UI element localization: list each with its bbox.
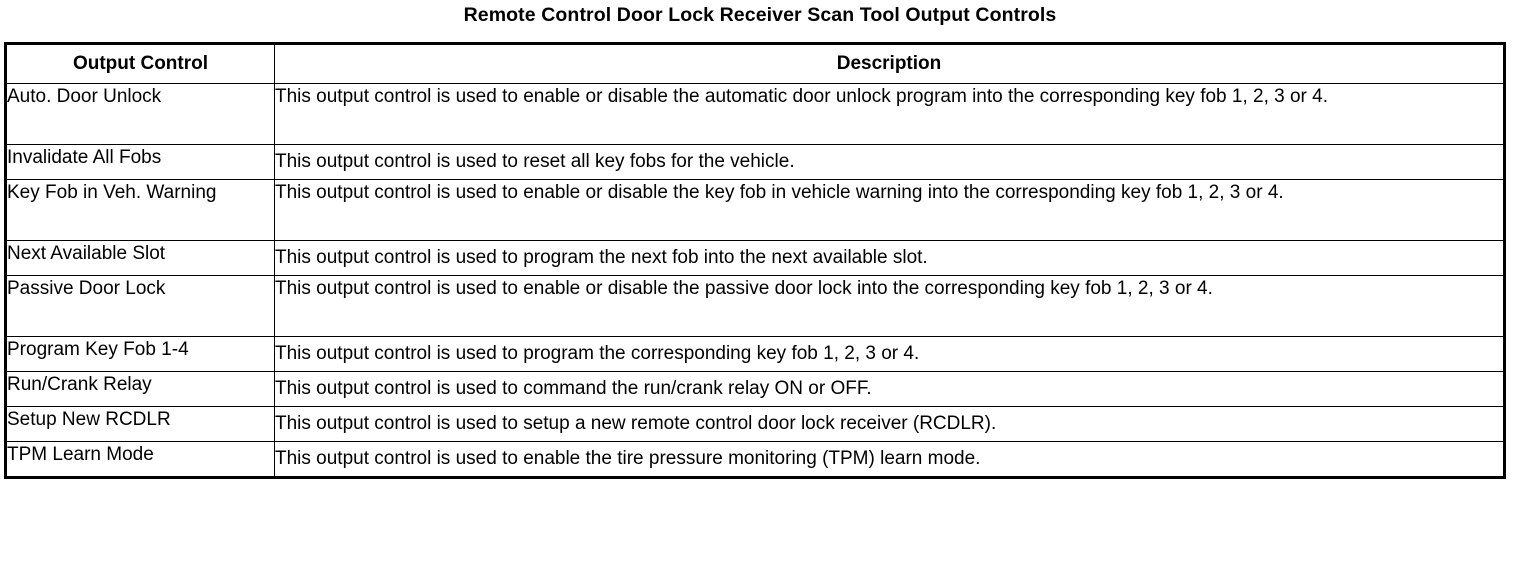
cell-description: This output control is used to program t… (274, 240, 1505, 276)
cell-output-control: Next Available Slot (5, 240, 275, 276)
cell-description: This output control is used to program t… (274, 336, 1505, 372)
column-header-output-control: Output Control (5, 43, 275, 84)
cell-description: This output control is used to enable or… (274, 83, 1505, 145)
cell-output-control: Key Fob in Veh. Warning (5, 179, 275, 241)
cell-description: This output control is used to reset all… (274, 144, 1505, 180)
cell-description: This output control is used to setup a n… (274, 406, 1505, 442)
column-header-description: Description (274, 43, 1505, 84)
output-controls-table: Output Control Description Auto. Door Un… (4, 42, 1506, 479)
table-header: Output Control Description (5, 43, 1505, 84)
cell-output-control: Auto. Door Unlock (5, 83, 275, 145)
page-title: Remote Control Door Lock Receiver Scan T… (463, 4, 1057, 26)
cell-output-control: TPM Learn Mode (5, 441, 275, 478)
cell-output-control: Setup New RCDLR (5, 406, 275, 442)
cell-description: This output control is used to enable or… (274, 179, 1505, 241)
table-header-row: Output Control Description (5, 43, 1505, 84)
cell-description: This output control is used to enable th… (274, 441, 1505, 478)
cell-output-control: Passive Door Lock (5, 275, 275, 337)
cell-output-control: Invalidate All Fobs (5, 144, 275, 180)
cell-output-control: Run/Crank Relay (5, 371, 275, 407)
cell-output-control: Program Key Fob 1-4 (5, 336, 275, 372)
cell-description: This output control is used to enable or… (274, 275, 1505, 337)
cell-description: This output control is used to command t… (274, 371, 1505, 407)
